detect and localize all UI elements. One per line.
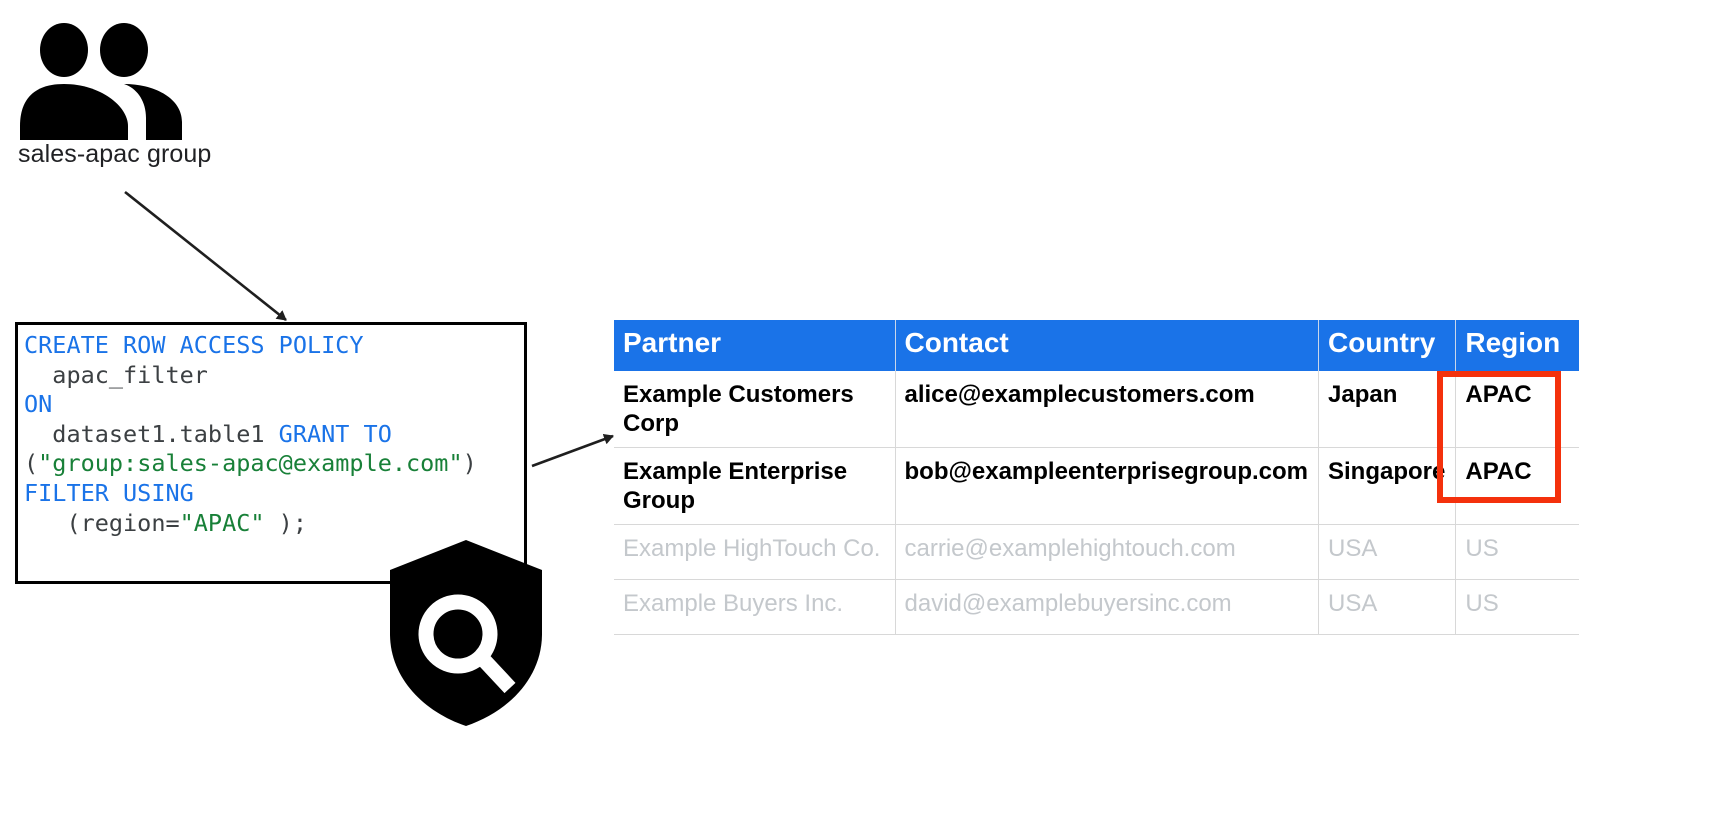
column-header-partner[interactable]: Partner bbox=[614, 320, 896, 371]
group-label: sales-apac group bbox=[18, 140, 212, 168]
partners-table: Partner Contact Country Region Example C… bbox=[614, 320, 1579, 635]
sql-token-kw: GRANT TO bbox=[278, 419, 392, 448]
sql-token-pn: ( bbox=[24, 449, 39, 478]
column-header-country[interactable]: Country bbox=[1318, 320, 1457, 371]
cell-region: APAC bbox=[1455, 447, 1579, 525]
column-header-region[interactable]: Region bbox=[1455, 320, 1579, 371]
sql-token-kw: CREATE ROW ACCESS POLICY bbox=[24, 331, 364, 359]
sql-token-id: dataset1.table1 bbox=[24, 419, 279, 448]
sql-token-kw: FILTER USING bbox=[24, 478, 194, 507]
cell-contact: david@examplebuyersinc.com bbox=[895, 579, 1319, 635]
shield-icon-container bbox=[386, 538, 546, 728]
shield-search-icon bbox=[390, 540, 542, 726]
arrow-policy-to-table bbox=[531, 433, 614, 468]
cell-partner: Example Enterprise Group bbox=[614, 447, 896, 525]
cell-region: US bbox=[1455, 579, 1579, 635]
sql-token-str: "APAC" bbox=[179, 508, 265, 537]
cell-partner: Example HighTouch Co. bbox=[614, 524, 896, 580]
cell-contact: bob@exampleenterprisegroup.com bbox=[895, 447, 1319, 525]
sql-code-block: CREATE ROW ACCESS POLICY apac_filter ON … bbox=[24, 331, 477, 538]
sql-token-pn: ) bbox=[462, 449, 477, 478]
cell-contact: carrie@examplehightouch.com bbox=[895, 524, 1319, 580]
table-row[interactable]: Example HighTouch Co. carrie@examplehigh… bbox=[614, 524, 1579, 580]
cell-region: APAC bbox=[1455, 371, 1579, 448]
sql-token-id: apac_filter bbox=[24, 360, 208, 389]
table-header-row: Partner Contact Country Region bbox=[614, 320, 1579, 371]
cell-country: Japan bbox=[1318, 371, 1457, 448]
people-group-icon bbox=[20, 23, 182, 140]
sql-token-str: "group:sales-apac@example.com" bbox=[38, 449, 463, 478]
row-access-policy-box: CREATE ROW ACCESS POLICY apac_filter ON … bbox=[15, 322, 527, 584]
table-row[interactable]: Example Enterprise Group bob@exampleente… bbox=[614, 447, 1579, 525]
table-row[interactable]: Example Customers Corp alice@examplecust… bbox=[614, 371, 1579, 448]
cell-country: USA bbox=[1318, 524, 1457, 580]
cell-partner: Example Customers Corp bbox=[614, 371, 896, 448]
sql-token-kw: ON bbox=[24, 390, 53, 419]
cell-country: USA bbox=[1318, 579, 1457, 635]
table-row[interactable]: Example Buyers Inc. david@examplebuyersi… bbox=[614, 579, 1579, 635]
column-header-contact[interactable]: Contact bbox=[895, 320, 1319, 371]
group-icon-container bbox=[18, 22, 218, 142]
sql-token-id: (region= bbox=[24, 508, 180, 537]
sql-token-id: ); bbox=[264, 508, 307, 537]
cell-contact: alice@examplecustomers.com bbox=[895, 371, 1319, 448]
arrow-group-to-policy bbox=[124, 190, 287, 322]
cell-country: Singapore bbox=[1318, 447, 1457, 525]
cell-partner: Example Buyers Inc. bbox=[614, 579, 896, 635]
cell-region: US bbox=[1455, 524, 1579, 580]
